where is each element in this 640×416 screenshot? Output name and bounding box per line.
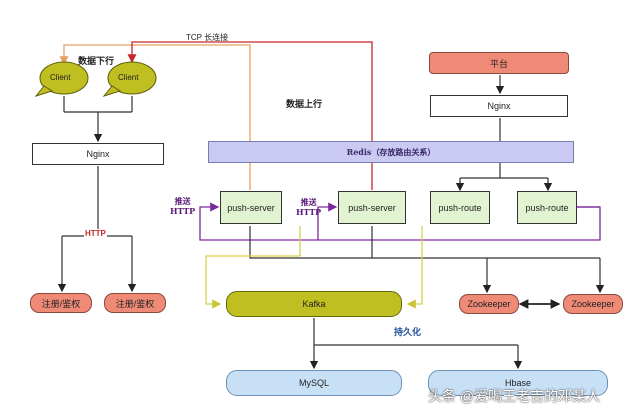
hbase-box: Hbase (428, 370, 608, 396)
push-server-box-2: push-server (338, 191, 406, 224)
tcp-line-orange (59, 44, 251, 190)
register-box-1: 注册/鉴权 (30, 293, 92, 313)
servers-to-zookeeper (249, 226, 601, 292)
mysql-box: MySQL (226, 370, 402, 396)
client-bubble-right (102, 61, 157, 97)
upstream-label: 数据上行 (286, 99, 323, 109)
clients-to-nginx (63, 96, 133, 141)
platform-box: 平台 (429, 52, 569, 74)
downstream-label: 数据下行 (78, 56, 115, 66)
persist-label: 持久化 (394, 327, 422, 337)
kafka-line-left (205, 226, 301, 309)
nginx-right-box: Nginx (430, 95, 568, 117)
nginx-left-box: Nginx (32, 143, 164, 165)
tcp-line-red (127, 41, 373, 190)
push-route-box-1: push-route (430, 191, 490, 224)
client-label-right: Client (118, 73, 139, 82)
client-label-left: Client (50, 73, 71, 82)
push-server-box-1: push-server (220, 191, 282, 224)
zookeeper-box-2: Zookeeper (563, 294, 623, 314)
watermark: 头条 @爱喝王老吉的邓某人 (428, 388, 601, 404)
tcp-label: TCP 长连接 (186, 33, 229, 42)
http-label: HTTP (84, 229, 107, 238)
kafka-box: Kafka (226, 291, 402, 317)
zookeeper-box-1: Zookeeper (459, 294, 519, 314)
client-bubble-left (34, 61, 89, 97)
kafka-line-right (406, 226, 423, 309)
register-box-2: 注册/鉴权 (104, 293, 166, 313)
redis-box: Redis（存放路由关系） (208, 141, 574, 163)
push-route-box-2: push-route (517, 191, 577, 224)
